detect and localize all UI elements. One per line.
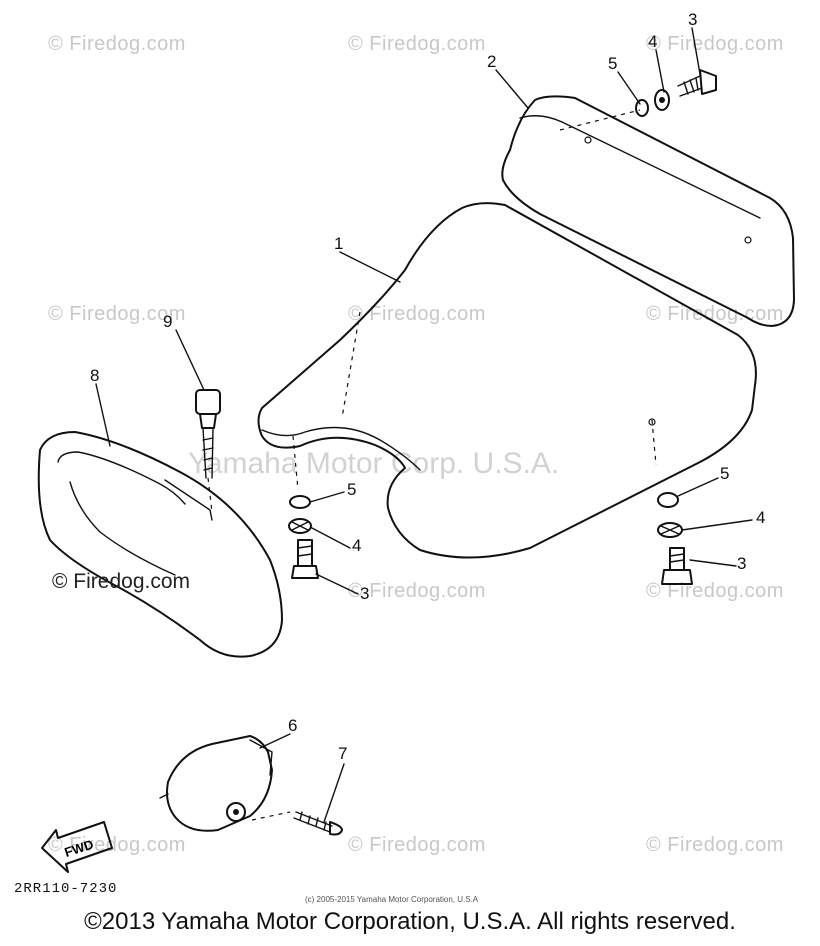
watermark: © Firedog.com	[348, 834, 486, 856]
callout-4: 4	[756, 508, 766, 527]
center-watermark: Yamaha Motor Corp. U.S.A.	[188, 447, 560, 480]
watermark: © Firedog.com	[646, 580, 784, 602]
callout-3: 3	[360, 584, 370, 603]
callout-3: 3	[688, 10, 698, 29]
firedog-mark: © Firedog.com	[52, 570, 191, 593]
small-copyright: (c) 2005-2015 Yamaha Motor Corporation, …	[305, 895, 479, 904]
watermark: © Firedog.com	[348, 580, 486, 602]
leader-lines	[95, 27, 753, 823]
watermark: © Firedog.com	[646, 834, 784, 856]
callout-4: 4	[352, 536, 362, 555]
right-fasteners	[657, 492, 693, 585]
callout-5: 5	[347, 480, 357, 499]
callout-1: 1	[334, 234, 344, 253]
callout-4: 4	[648, 32, 658, 51]
callout-3: 3	[737, 554, 747, 573]
fwd-arrow-icon: FWD	[41, 821, 113, 873]
watermark: © Firedog.com	[48, 303, 186, 325]
callout-2: 2	[487, 52, 497, 71]
upper-bolt	[635, 69, 717, 117]
callout-5: 5	[608, 54, 618, 73]
backrest-pad	[501, 95, 795, 327]
seat	[257, 202, 757, 559]
lock-screw	[293, 811, 343, 836]
callout-9: 9	[163, 312, 173, 331]
center-fasteners	[288, 495, 319, 579]
copyright-footer: ©2013 Yamaha Motor Corporation, U.S.A. A…	[84, 908, 736, 935]
watermark: © Firedog.com	[348, 33, 486, 55]
watermark: © Firedog.com	[646, 33, 784, 55]
callout-7: 7	[338, 744, 348, 763]
callout-6: 6	[288, 716, 298, 735]
seat-lock	[159, 735, 291, 832]
watermark: © Firedog.com	[348, 303, 486, 325]
callout-5: 5	[720, 464, 730, 483]
long-bolt	[195, 389, 221, 513]
callout-8: 8	[90, 366, 100, 385]
watermark: © Firedog.com	[48, 834, 186, 856]
side-cover	[37, 431, 283, 658]
drawing-code: 2RR110-7230	[14, 881, 118, 897]
watermark: © Firedog.com	[48, 33, 186, 55]
